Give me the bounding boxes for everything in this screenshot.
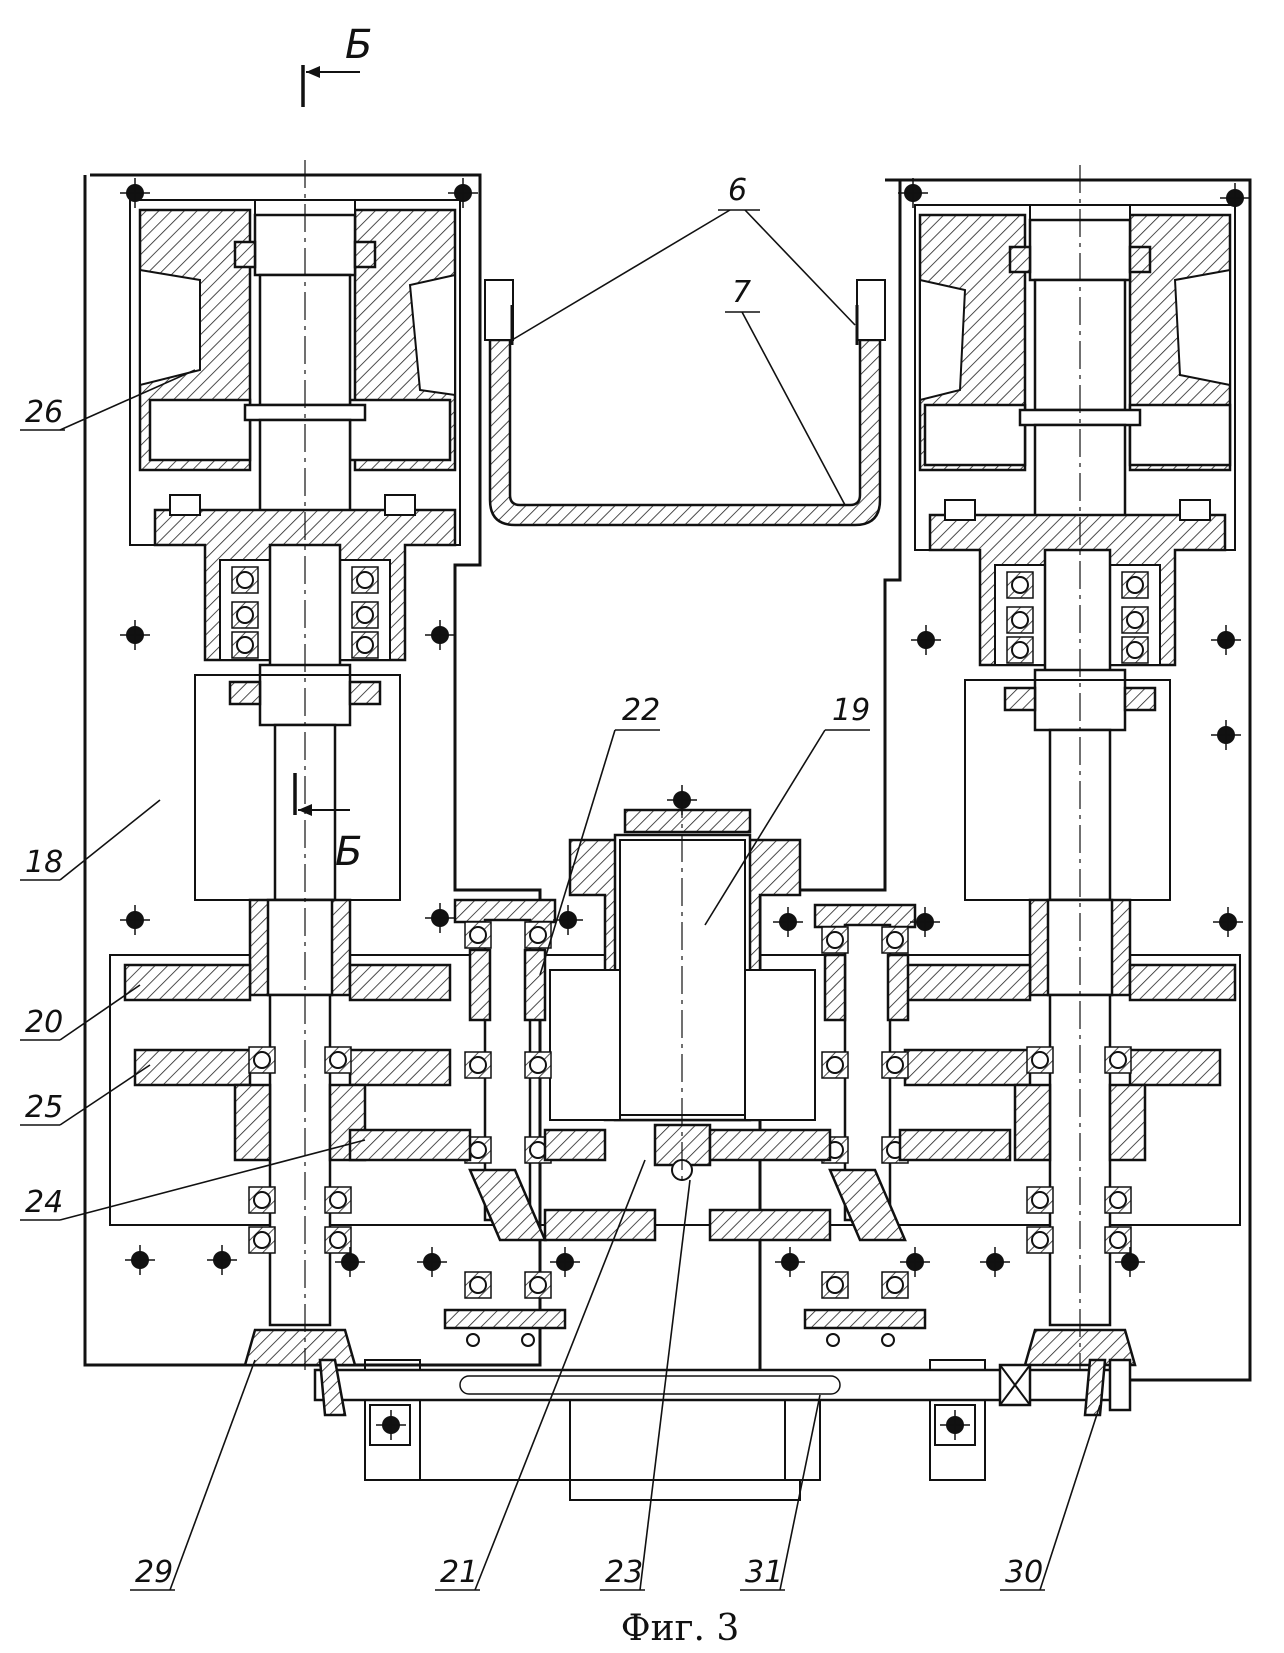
label-6: 6 xyxy=(728,173,747,208)
section-mark-top: Б xyxy=(303,22,372,107)
label-7: 7 xyxy=(732,275,751,310)
right-wheel-assembly xyxy=(905,205,1235,1365)
label-19: 19 xyxy=(832,693,870,728)
center-u-bracket xyxy=(485,280,885,525)
label-23: 23 xyxy=(605,1555,643,1590)
section-letter-top: Б xyxy=(345,22,372,68)
label-29: 29 xyxy=(135,1555,173,1590)
label-20: 20 xyxy=(25,1005,63,1040)
label-21: 21 xyxy=(440,1555,478,1590)
label-26: 26 xyxy=(25,395,63,430)
section-letter-mid: Б xyxy=(335,829,362,875)
transverse-shaft xyxy=(315,1360,1130,1445)
figure-caption: Фиг. 3 xyxy=(621,1608,740,1649)
label-24: 24 xyxy=(25,1185,63,1220)
label-22: 22 xyxy=(622,693,660,728)
label-18: 18 xyxy=(25,845,63,880)
label-31: 31 xyxy=(745,1555,783,1590)
label-25: 25 xyxy=(25,1090,63,1125)
label-30: 30 xyxy=(1005,1555,1043,1590)
